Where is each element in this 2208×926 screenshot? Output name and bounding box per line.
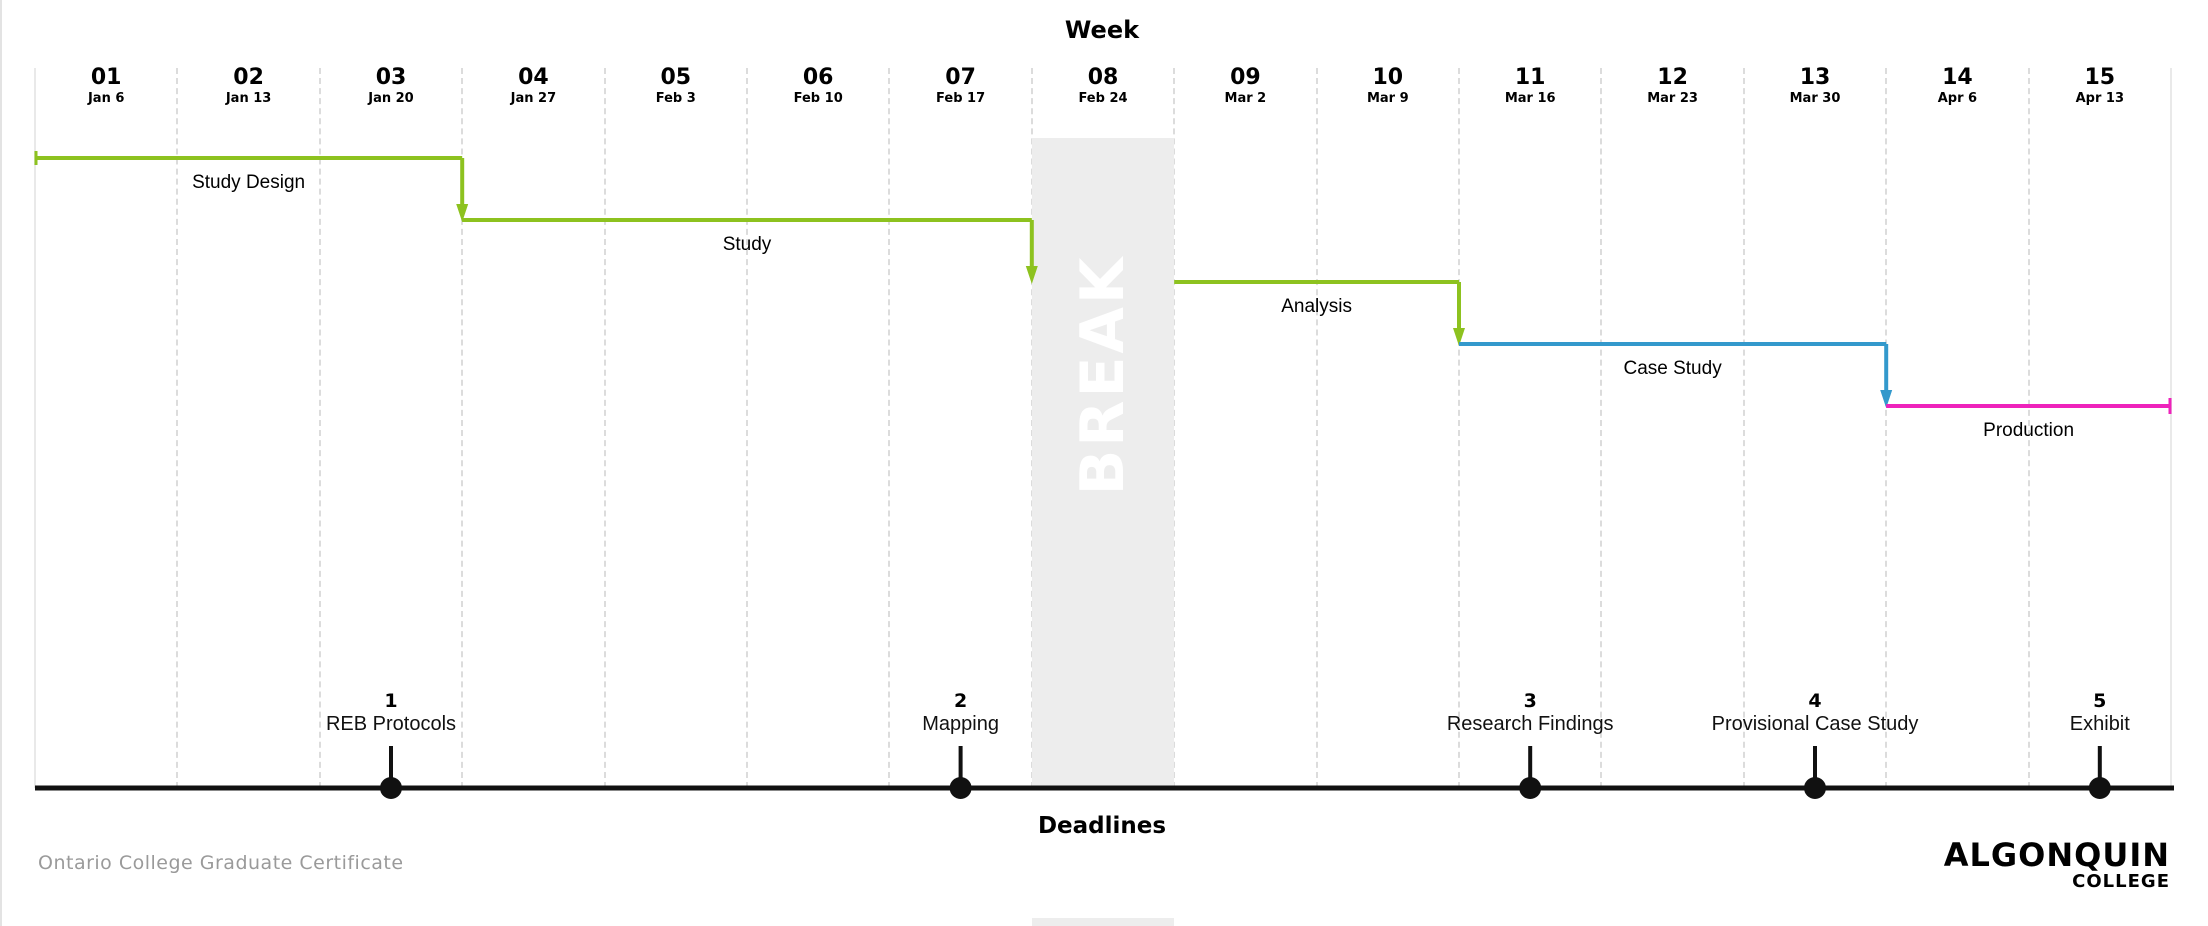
week-gridline [1315,68,1318,788]
week-number: 01 [90,65,122,90]
week-gridline [888,68,891,788]
deadline-number: 4 [1808,690,1822,712]
week-date: Feb 3 [655,91,696,106]
week-number: 03 [375,65,407,90]
week-gridline [1742,68,1745,788]
deadline-label: REB Protocols [325,713,457,735]
week-date: Jan 20 [368,91,414,106]
phase-bar [1174,280,1465,346]
week-date: Apr 13 [2075,91,2124,106]
deadline-label: Exhibit [2069,713,2130,735]
deadline-label: Provisional Case Study [1711,713,1919,735]
week-gridline [603,68,606,788]
week-gridline [746,68,748,788]
week-number: 05 [660,65,692,90]
week-number: 10 [1372,65,1404,90]
phase-bar [34,151,469,222]
week-axis-title: Week [1064,16,1140,44]
week-number: 07 [945,65,976,90]
deadline-label: Research Findings [1446,713,1614,735]
deadline-marker [380,746,402,799]
deadline-marker [1519,746,1542,799]
frame-left-edge [0,0,2,926]
phase-label: Study [722,234,772,255]
week-gridline [2027,68,2030,788]
logo-subtitle: COLLEGE [2072,871,2170,892]
phase-bar [1459,342,1893,408]
deadlines-title: Deadlines [1037,813,1167,839]
week-date: Mar 2 [1224,91,1267,106]
week-date: Mar 30 [1789,91,1841,106]
deadline-number: 1 [384,690,398,712]
week-gridline [461,68,464,788]
week-number: 14 [1942,65,1973,90]
deadline-number: 2 [953,690,968,712]
week-date: Jan 27 [510,91,557,106]
week-number: 12 [1657,65,1688,90]
deadline-marker [2088,746,2111,799]
phase-label: Case Study [1623,358,1722,379]
week-date: Feb 17 [936,91,986,106]
week-gridline [1600,68,1603,788]
phase-label: Study Design [192,172,306,193]
week-gridline [2170,68,2172,788]
week-number: 02 [233,65,264,90]
week-date: Jan 6 [87,91,125,106]
week-number: 11 [1514,65,1546,90]
week-number: 06 [802,65,834,90]
deadline-marker [1804,746,1826,799]
deadline-label: Mapping [922,713,999,735]
week-gridline [318,68,321,788]
week-number: 15 [2084,65,2116,90]
week-date: Feb 10 [793,91,843,106]
deadline-number: 5 [2093,690,2107,712]
program-name: Ontario College Graduate Certificate [38,852,404,874]
week-date: Apr 6 [1937,91,1978,106]
week-date: Mar 9 [1366,91,1409,106]
phase-bar [462,218,1038,284]
week-gridline [1173,68,1176,788]
week-number: 08 [1087,65,1119,90]
week-number: 13 [1799,65,1831,90]
week-date: Jan 13 [225,91,272,106]
week-date: Mar 23 [1647,91,1698,106]
week-gridline [1885,68,1888,788]
break-band [1031,138,1174,788]
phase-label: Production [1983,420,2075,441]
phase-bar [1886,398,2172,414]
deadline-marker [949,746,972,799]
deadline-number: 3 [1523,690,1537,712]
week-number: 04 [518,65,549,90]
week-number: 09 [1230,65,1261,90]
phase-label: Analysis [1281,296,1352,317]
college-logo: ALGONQUIN COLLEGE [1944,838,2170,892]
week-gridline [1458,68,1460,788]
break-band-tail [1031,918,1174,926]
week-gridline [176,68,179,788]
week-gridline [34,68,36,788]
week-date: Mar 16 [1504,91,1556,106]
week-date: Feb 24 [1078,91,1128,106]
logo-wordmark: ALGONQUIN [1943,836,2170,874]
